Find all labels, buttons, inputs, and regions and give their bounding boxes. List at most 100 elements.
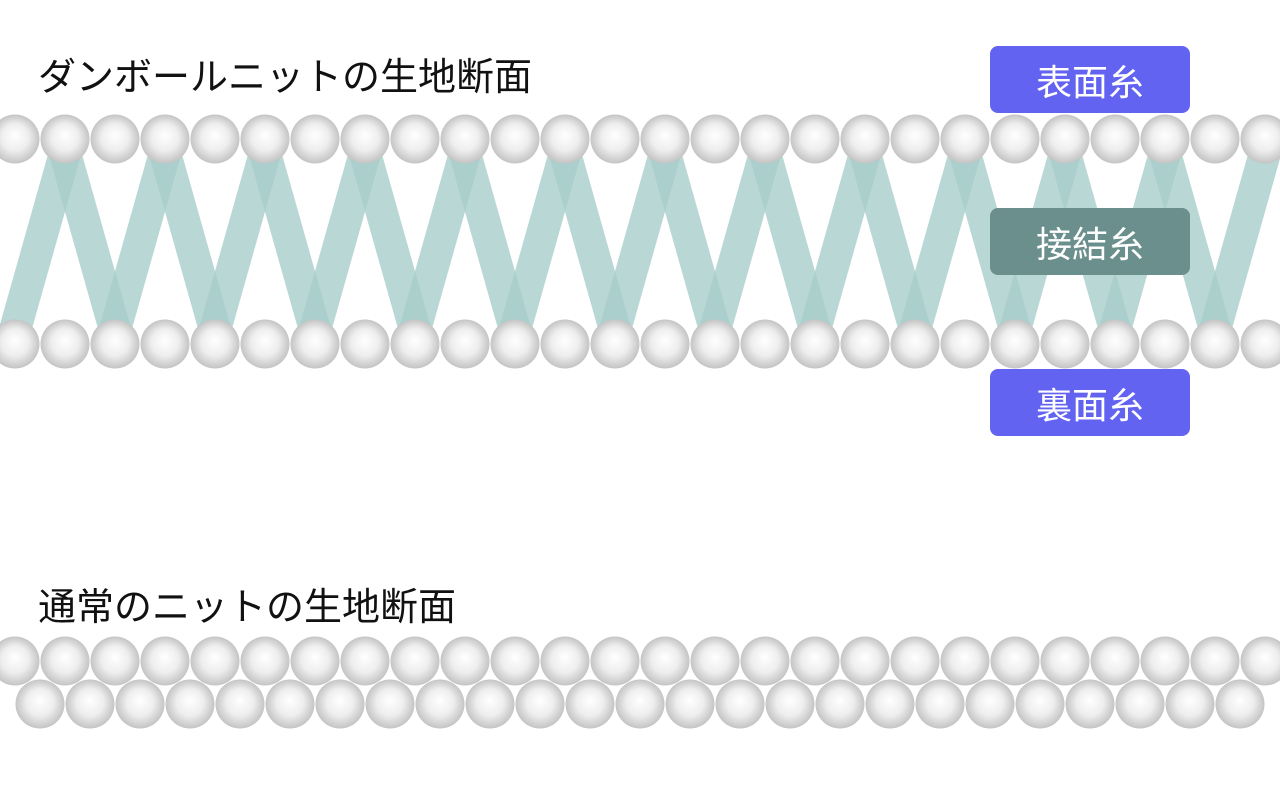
normal-knit-loop xyxy=(1165,679,1215,729)
face-yarn-loop xyxy=(290,114,340,164)
normal-knit-loop xyxy=(40,636,90,686)
back-yarn-loop xyxy=(40,319,90,369)
face-yarn-loop xyxy=(840,114,890,164)
normal-knit-loop xyxy=(1115,679,1165,729)
back-yarn-row xyxy=(0,319,1280,369)
normal-knit-loop xyxy=(865,679,915,729)
back-yarn-loop xyxy=(1240,319,1280,369)
normal-knit-loop xyxy=(290,636,340,686)
back-yarn-loop xyxy=(1140,319,1190,369)
back-yarn-loop xyxy=(890,319,940,369)
face-yarn-loop xyxy=(140,114,190,164)
face-yarn-loop xyxy=(890,114,940,164)
normal-knit-lower-row xyxy=(15,679,1265,729)
normal-knit-loop xyxy=(190,636,240,686)
normal-knit-loop xyxy=(1040,636,1090,686)
normal-knit-loop xyxy=(890,636,940,686)
face-yarn-loop xyxy=(1190,114,1240,164)
back-yarn-loop xyxy=(190,319,240,369)
connecting-yarn-strand xyxy=(549,137,631,346)
normal-knit-loop xyxy=(0,636,40,686)
back-yarn-loop xyxy=(140,319,190,369)
normal-knit-loop xyxy=(540,636,590,686)
back-yarn-loop xyxy=(290,319,340,369)
normal-knit-loop xyxy=(240,636,290,686)
face-yarn-loop xyxy=(590,114,640,164)
connecting-yarn-strand xyxy=(149,137,231,346)
normal-knit-loop xyxy=(790,636,840,686)
normal-knit-loop xyxy=(590,636,640,686)
face-yarn-loop xyxy=(390,114,440,164)
normal-knit-loop xyxy=(840,636,890,686)
back-yarn-loop xyxy=(940,319,990,369)
connecting-yarn-strand xyxy=(749,137,831,346)
connecting-yarn-strand xyxy=(499,137,581,346)
back-yarn-loop xyxy=(440,319,490,369)
normal-knit-loop xyxy=(215,679,265,729)
normal-knit-loop xyxy=(1240,636,1280,686)
normal-knit-loop xyxy=(815,679,865,729)
face-yarn-loop xyxy=(90,114,140,164)
normal-knit-loop xyxy=(165,679,215,729)
back-yarn-loop xyxy=(990,319,1040,369)
face-yarn-loop xyxy=(1140,114,1190,164)
normal-knit-loop xyxy=(615,679,665,729)
connecting-yarn-strand xyxy=(699,137,781,346)
connecting-yarn-strands xyxy=(0,137,1280,346)
back-yarn-loop xyxy=(240,319,290,369)
connecting-yarn-strand xyxy=(649,137,731,346)
face-yarn-loop xyxy=(1240,114,1280,164)
dumbbell-knit-title: ダンボールニットの生地断面 xyxy=(38,55,533,99)
face-yarn-loop xyxy=(490,114,540,164)
normal-knit-loop xyxy=(565,679,615,729)
normal-knit-loop xyxy=(965,679,1015,729)
face-yarn-loop xyxy=(790,114,840,164)
normal-knit-loop xyxy=(690,636,740,686)
normal-knit-loop xyxy=(1015,679,1065,729)
normal-knit-loop xyxy=(115,679,165,729)
back-yarn-loop xyxy=(90,319,140,369)
normal-knit-loop xyxy=(990,636,1040,686)
normal-knit-loop xyxy=(1215,679,1265,729)
normal-knit-loop xyxy=(440,636,490,686)
normal-knit-loop xyxy=(365,679,415,729)
connecting-yarn-strand xyxy=(199,137,281,346)
connecting-yarn-strand xyxy=(899,137,981,346)
normal-knit-loop xyxy=(15,679,65,729)
back-yarn-loop xyxy=(740,319,790,369)
back-yarn-loop xyxy=(1040,319,1090,369)
face-yarn-loop xyxy=(240,114,290,164)
normal-knit-loop xyxy=(65,679,115,729)
connecting-yarn-strand xyxy=(1199,137,1280,346)
normal-knit-loop xyxy=(715,679,765,729)
face-yarn-row xyxy=(0,114,1280,164)
normal-knit-loop xyxy=(140,636,190,686)
connecting-yarn-strand xyxy=(849,137,931,346)
normal-knit-loop xyxy=(265,679,315,729)
normal-knit-loop xyxy=(515,679,565,729)
normal-knit-loop xyxy=(490,636,540,686)
connecting-yarn-strand xyxy=(99,137,181,346)
normal-knit-loop xyxy=(340,636,390,686)
face-yarn-loop xyxy=(190,114,240,164)
back-yarn-loop xyxy=(840,319,890,369)
normal-knit-loop xyxy=(465,679,515,729)
connecting-yarn-strand xyxy=(49,137,131,346)
normal-knit-loop xyxy=(940,636,990,686)
connecting-yarn-strand xyxy=(349,137,431,346)
connecting-yarn-strand xyxy=(599,137,681,346)
back-yarn-loop xyxy=(1090,319,1140,369)
face-yarn-loop xyxy=(640,114,690,164)
normal-knit-loop xyxy=(90,636,140,686)
face-yarn-loop xyxy=(990,114,1040,164)
normal-knit-loop xyxy=(1190,636,1240,686)
normal-knit-loop xyxy=(1065,679,1115,729)
normal-knit-loop xyxy=(640,636,690,686)
connecting-yarn-strand xyxy=(449,137,531,346)
face-yarn-loop xyxy=(0,114,40,164)
normal-knit-loop xyxy=(1140,636,1190,686)
back-yarn-loop xyxy=(690,319,740,369)
back-yarn-loop xyxy=(1190,319,1240,369)
back-yarn-loop xyxy=(590,319,640,369)
